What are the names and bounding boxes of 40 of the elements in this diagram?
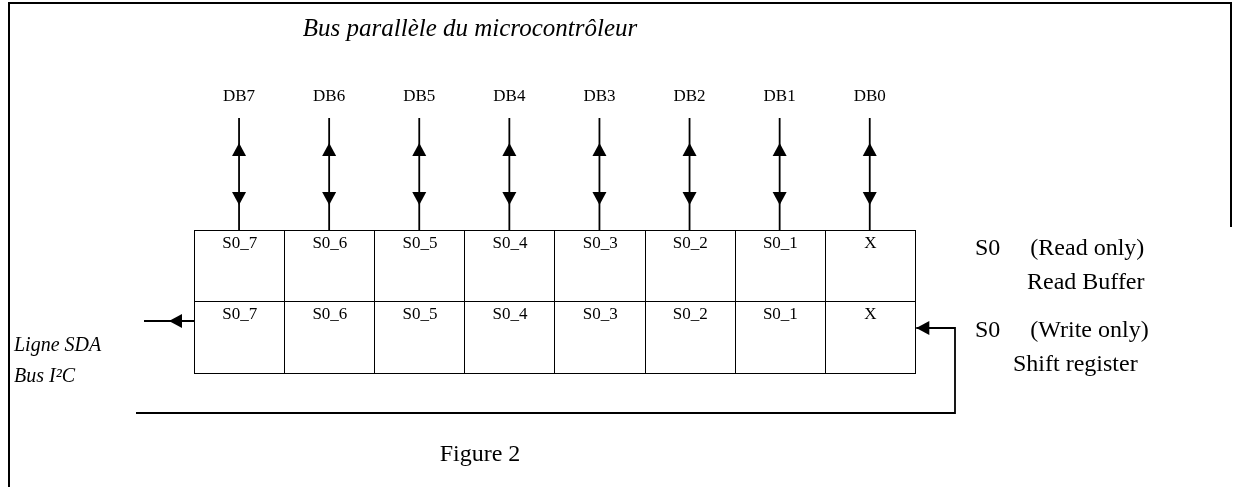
bus-line-label: DB1 xyxy=(749,86,810,106)
register-cell: S0_3 xyxy=(554,230,646,303)
bus-line-label: DB5 xyxy=(389,86,450,106)
register-cell: S0_4 xyxy=(464,230,556,303)
register-cell: S0_5 xyxy=(374,301,466,374)
arrow xyxy=(502,117,517,231)
register-label: Shift register xyxy=(1013,350,1138,377)
arrow xyxy=(592,117,607,231)
register-cell: S0_2 xyxy=(644,301,737,374)
register-label: S0 (Write only) xyxy=(975,316,1149,343)
figure-caption: Figure 2 xyxy=(438,440,522,467)
diagram-title: Bus parallèle du microcontrôleur xyxy=(301,14,639,42)
bus-line-label: DB0 xyxy=(839,86,900,106)
register-label: S0 (Read only) xyxy=(975,234,1145,261)
register-cell: S0_3 xyxy=(554,301,646,374)
signal-label: Bus I²C xyxy=(14,364,75,386)
arrow xyxy=(135,321,956,414)
register-cell: X xyxy=(824,301,917,374)
register-cell: S0_1 xyxy=(734,301,827,374)
register-cell: S0_6 xyxy=(284,301,376,374)
register-cell: S0_6 xyxy=(284,230,376,303)
bus-line-label: DB4 xyxy=(479,86,540,106)
arrow xyxy=(682,117,697,231)
arrow xyxy=(143,314,195,328)
arrow xyxy=(232,117,247,231)
arrow xyxy=(322,117,337,231)
bus-line-label: DB6 xyxy=(299,86,360,106)
register-cell: S0_4 xyxy=(464,301,556,374)
register-cell: S0_7 xyxy=(194,230,286,303)
register-label: Read Buffer xyxy=(1027,268,1145,295)
bus-line-label: DB3 xyxy=(569,86,630,106)
arrow xyxy=(772,117,787,231)
signal-label: Ligne SDA xyxy=(14,333,102,355)
bus-line-label: DB7 xyxy=(209,86,270,106)
bus-line-label: DB2 xyxy=(659,86,720,106)
arrow xyxy=(412,117,427,231)
arrow xyxy=(862,117,877,231)
register-cell: S0_7 xyxy=(194,301,286,374)
register-cell: X xyxy=(824,230,917,303)
register-cell: S0_5 xyxy=(374,230,466,303)
